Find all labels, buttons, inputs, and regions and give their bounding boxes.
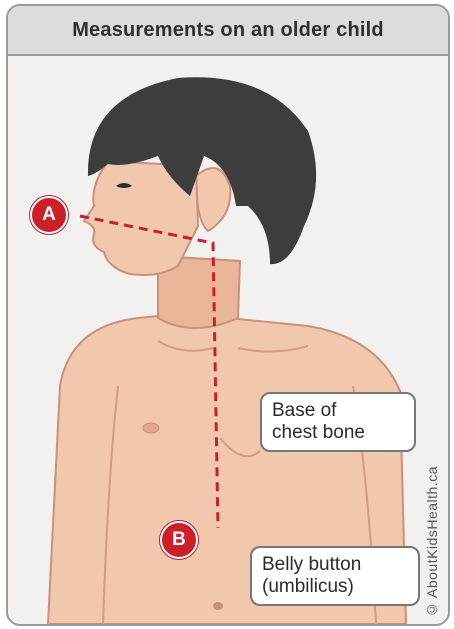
credit-text: © AboutKidsHealth.ca [424,466,440,618]
callout-chest-bone: Base of chest bone [260,392,416,452]
diagram-frame: Measurements on an older child A B Base … [6,4,450,626]
callout-belly-button-line2: (umbilicus) [262,576,408,598]
callout-belly-button: Belly button (umbilicus) [250,546,420,606]
callout-belly-button-line1: Belly button [262,554,408,576]
title-bar: Measurements on an older child [8,6,448,56]
callout-chest-bone-line1: Base of [272,400,404,422]
callout-chest-bone-line2: chest bone [272,422,404,444]
belly-button [213,602,223,610]
diagram-title: Measurements on an older child [72,19,384,42]
ear [196,168,230,231]
child-illustration [8,56,448,624]
marker-a: A [30,196,68,234]
marker-b: B [160,521,198,559]
nipple [143,423,159,433]
